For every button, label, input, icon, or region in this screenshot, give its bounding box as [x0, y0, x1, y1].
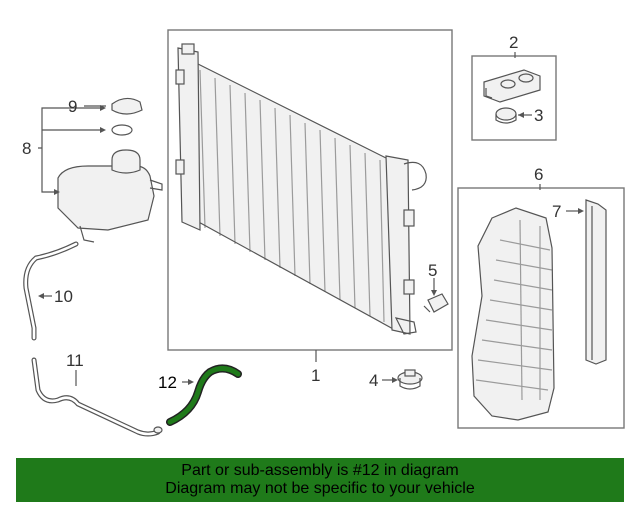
- callout-11: 11: [66, 351, 84, 370]
- parts-diagram: 1 2 3 4 5 6 7 8 9 10 11 12: [22, 29, 625, 437]
- shroud-frame: [457, 187, 625, 429]
- clip-part[interactable]: [423, 293, 449, 313]
- coolant-reservoir[interactable]: [57, 149, 163, 243]
- callout-8: 8: [22, 139, 31, 158]
- callout-12: 12: [158, 373, 177, 392]
- shroud-seal[interactable]: [585, 199, 607, 365]
- callout-4: 4: [369, 371, 378, 390]
- radiator-frame: [167, 29, 453, 351]
- callout-2: 2: [509, 33, 518, 52]
- cap-oring[interactable]: [111, 124, 133, 136]
- fan-shroud[interactable]: [471, 207, 555, 421]
- grommet-part[interactable]: [397, 369, 423, 390]
- callout-5: 5: [428, 261, 437, 280]
- bushing-part[interactable]: [495, 107, 517, 124]
- reservoir-cap[interactable]: [111, 97, 143, 115]
- callout-10: 10: [54, 287, 73, 306]
- lower-hose[interactable]: [31, 357, 163, 437]
- overflow-hose[interactable]: [23, 241, 79, 341]
- info-banner: Part or sub-assembly is #12 in diagram D…: [16, 458, 624, 502]
- callout-1: 1: [311, 366, 320, 385]
- hose-part-12[interactable]: [166, 364, 242, 426]
- callout-6: 6: [534, 165, 543, 184]
- bracket-part[interactable]: [483, 69, 541, 103]
- callout-9: 9: [68, 97, 77, 116]
- banner-line-2: Diagram may not be specific to your vehi…: [165, 480, 475, 497]
- radiator[interactable]: [175, 43, 427, 335]
- bracket-frame: [471, 55, 557, 141]
- callout-7: 7: [552, 202, 561, 221]
- callout-3: 3: [534, 106, 543, 125]
- banner-line-1: Part or sub-assembly is #12 in diagram: [181, 462, 459, 479]
